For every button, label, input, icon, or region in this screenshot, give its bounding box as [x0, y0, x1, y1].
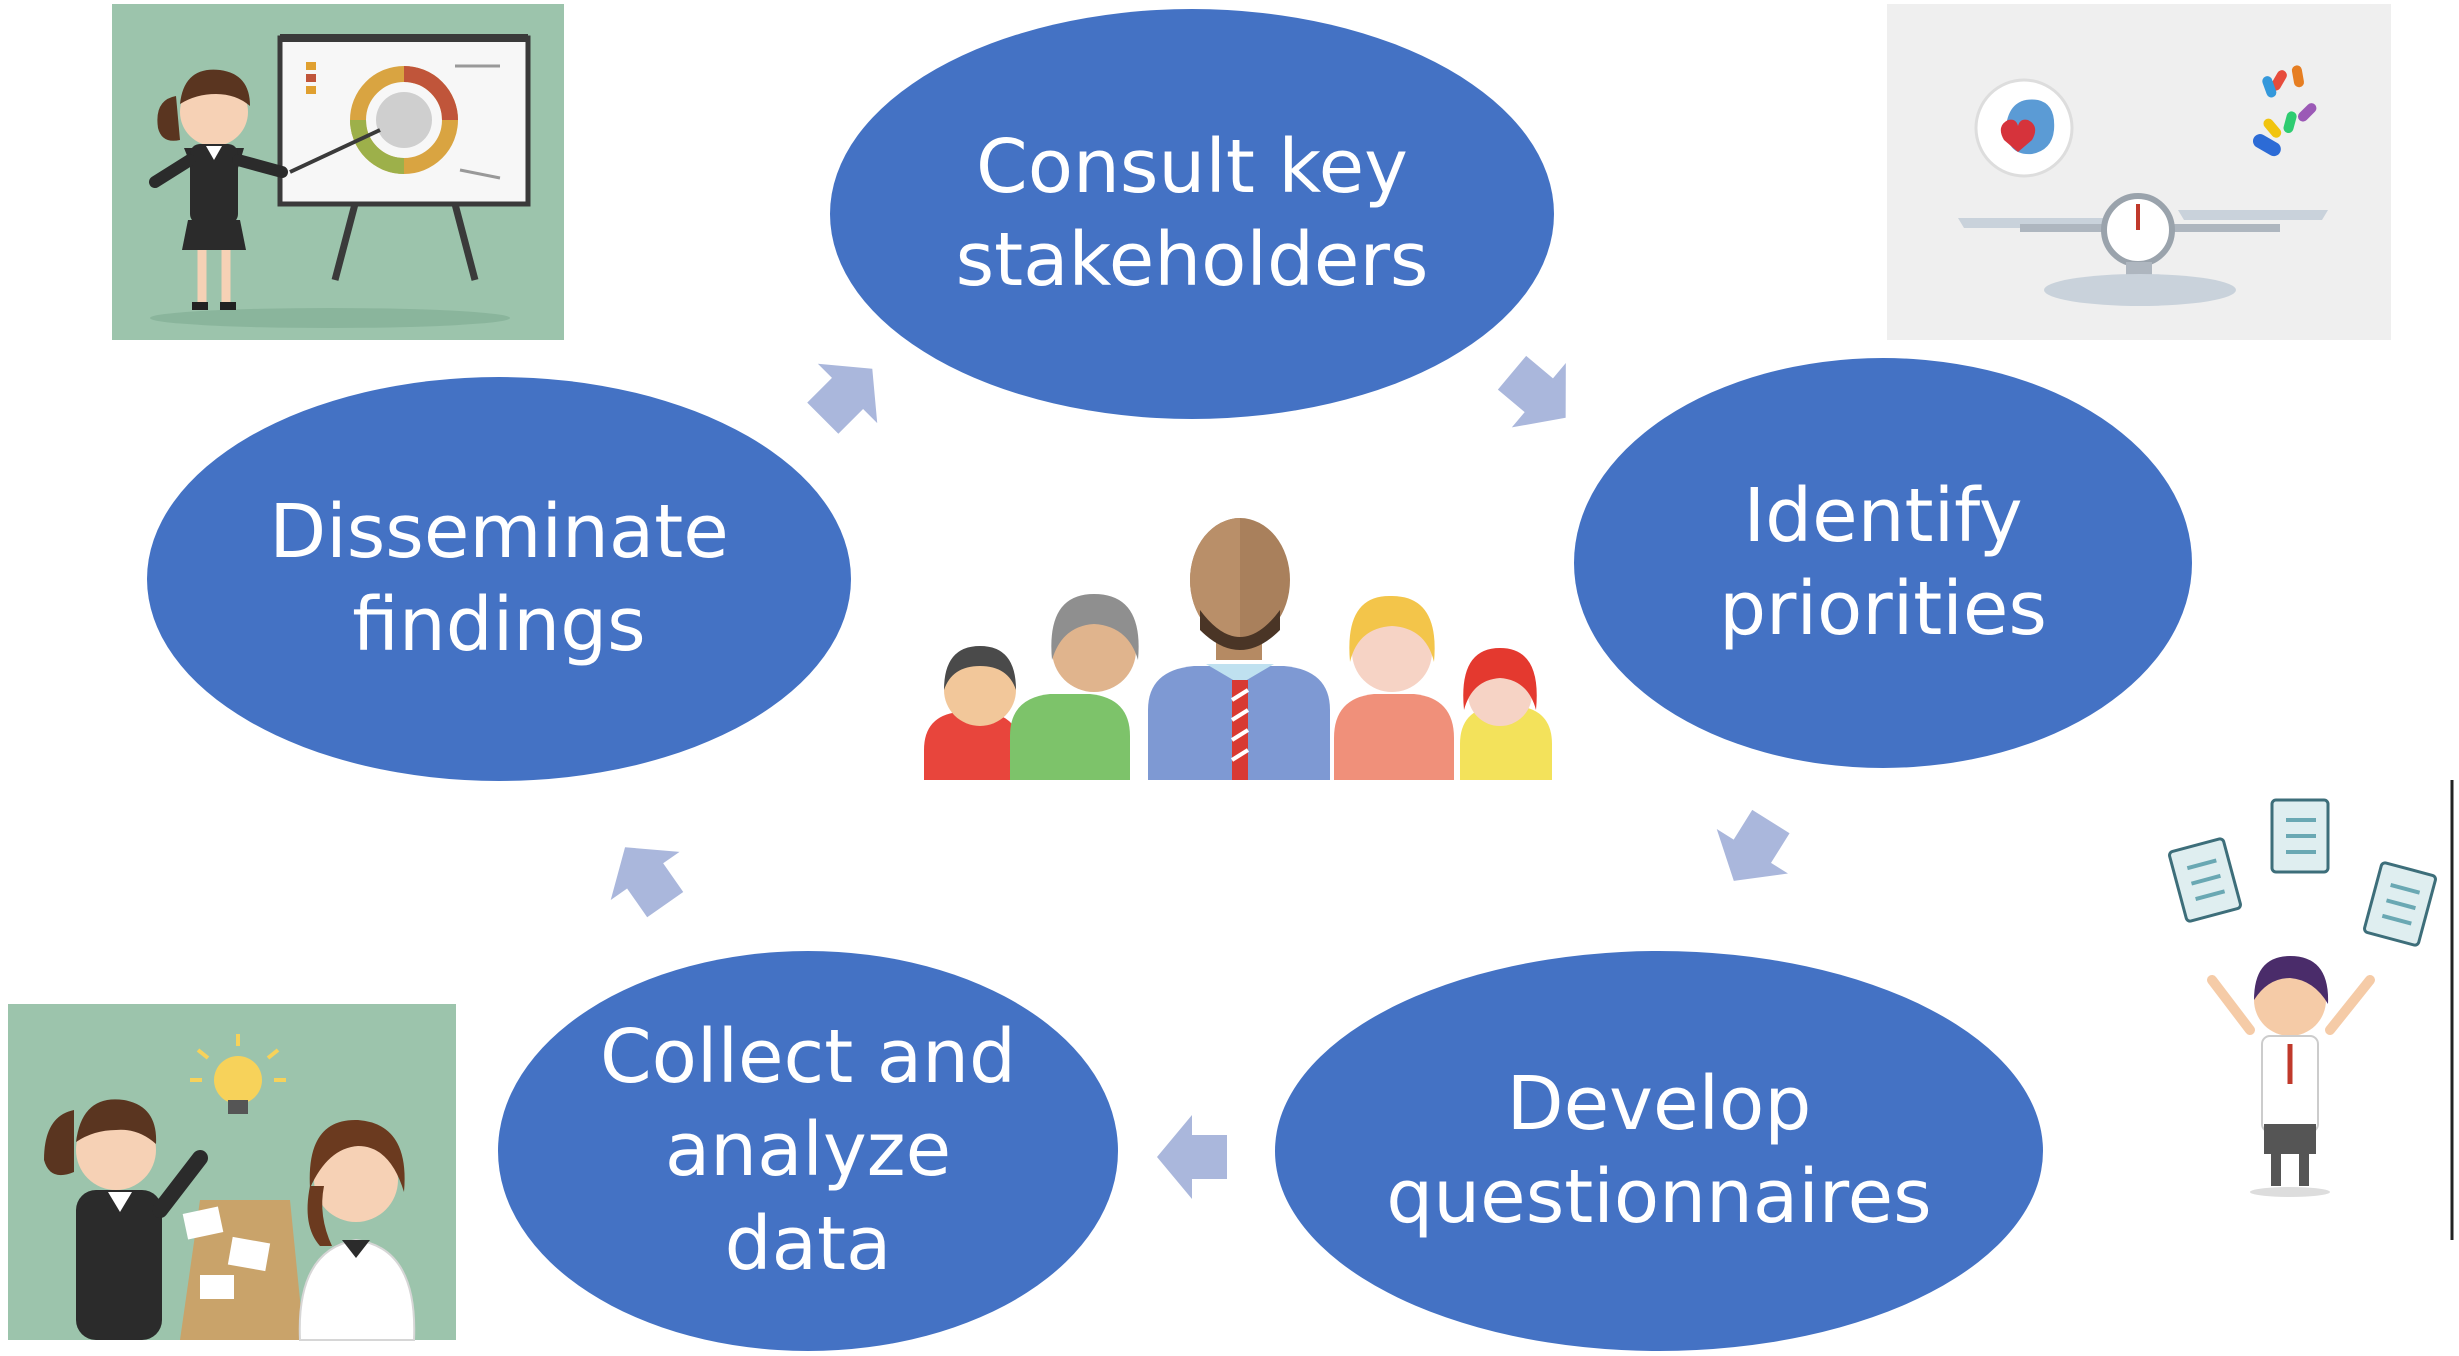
diverse-people-group-illustration	[924, 518, 1552, 780]
arrow-disseminate-to-consult	[807, 363, 878, 434]
node-develop-shape	[1275, 951, 2043, 1351]
node-collect: Collect and analyze data	[498, 951, 1118, 1351]
brainstorm-lightbulb-illustration	[8, 1004, 456, 1341]
node-identify-shape	[1574, 358, 2192, 768]
checklists-juggling-illustration	[2168, 780, 2454, 1240]
node-disseminate-label: Disseminate findings	[269, 488, 729, 668]
node-collect-shape	[498, 951, 1118, 1351]
node-develop-label: Develop questionnaires	[1386, 1060, 1932, 1240]
node-disseminate: Disseminate findings	[147, 377, 851, 781]
node-collect-label: Collect and analyze data	[599, 1014, 1017, 1287]
node-disseminate-shape	[147, 377, 851, 781]
arrow-consult-to-identify	[1497, 355, 1566, 428]
health-scale-illustration	[1887, 4, 2391, 340]
cycle-nodes	[147, 9, 2192, 1351]
node-develop: Develop questionnaires	[1275, 951, 2043, 1351]
node-identify-label: Identify priorities	[1719, 472, 2047, 652]
arrow-develop-to-collect	[1157, 1115, 1227, 1199]
arrow-collect-to-disseminate	[610, 847, 684, 918]
presentation-easel-illustration	[112, 4, 564, 340]
cycle-arrows	[610, 355, 1790, 1199]
node-consult: Consult key stakeholders	[830, 9, 1554, 419]
node-consult-shape	[830, 9, 1554, 419]
arrow-identify-to-develop	[1716, 809, 1790, 881]
node-consult-label: Consult key stakeholders	[955, 123, 1429, 303]
node-identify: Identify priorities	[1574, 358, 2192, 768]
